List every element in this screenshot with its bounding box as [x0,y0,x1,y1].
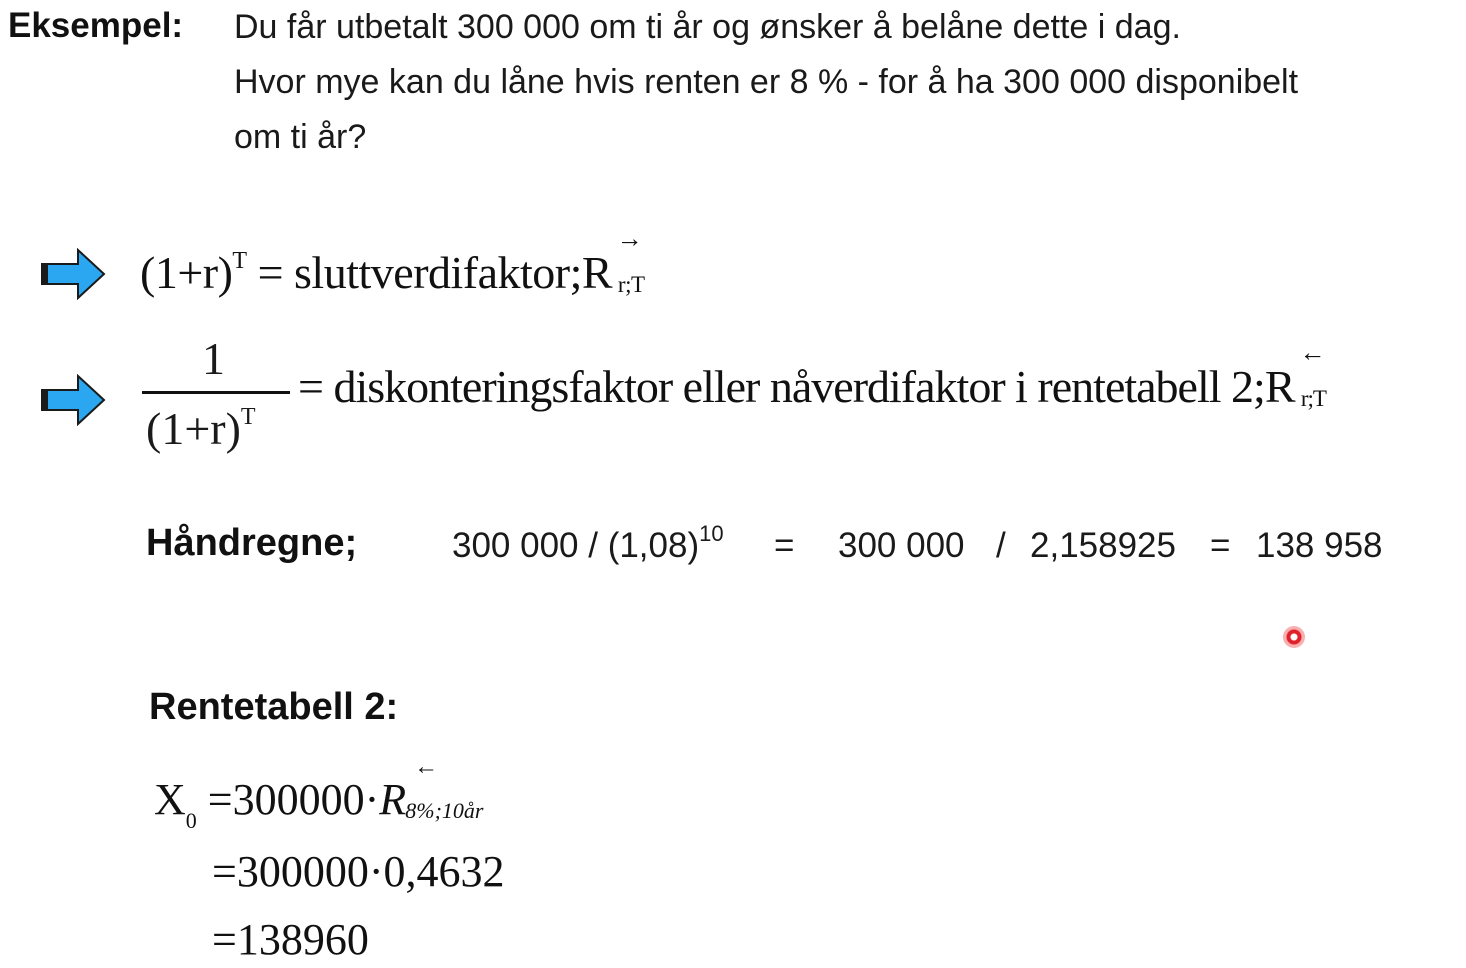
formula-future-value: (1+r)T = sluttverdifaktor;R→ r;T [140,224,645,299]
right-arrow-icon [41,248,106,300]
right-arrow-icon [41,374,106,426]
formula1-symbol: R→ r;T [581,224,645,299]
formula1-base: (1+r) [140,247,233,298]
table-symbol-r: R [379,775,407,824]
example-label: Eksempel: [8,6,184,45]
table-line-3: =138960 [212,915,369,964]
formula1-exp: T [232,248,247,274]
pointer-dot-icon [1283,626,1305,648]
formula2-arrow: ← [1299,338,1326,367]
hand-eq2: = [1210,526,1231,565]
formula-discount: = diskonteringsfaktor eller nåverdifakto… [298,338,1327,413]
hand-slash: / [996,526,1006,565]
formula1-arrow: → [616,224,643,253]
hand-mid: 300 000 [838,526,965,565]
hand-expr-exp: 10 [699,521,724,546]
hand-factor: 2,158925 [1030,526,1176,565]
example-line-2: Hvor mye kan du låne hvis renten er 8 % … [234,63,1299,101]
formula1-text: sluttverdifaktor; [294,247,582,298]
formula2-denominator-base: (1+r) [146,403,241,454]
example-line-1: Du får utbetalt 300 000 om ti år og ønsk… [234,8,1181,46]
formula2-subscript: r;T [1300,386,1327,411]
table-lhs-sub: 0 [185,808,197,833]
hand-calc-label: Håndregne; [146,522,358,564]
example-line-3: om ti år? [234,118,367,156]
formula2-text: diskonteringsfaktor eller nåverdifaktor … [333,361,1265,412]
formula2-symbol: R← r;T [1264,338,1327,413]
hand-result: 138 958 [1256,526,1383,565]
table-label: Rentetabell 2: [149,686,399,728]
fraction-bar [142,391,290,394]
table-line-2: =300000·0,4632 [212,847,505,896]
hand-expr: 300 000 / (1,08)10 [452,521,724,566]
formula1-subscript: r;T [617,272,645,297]
formula1-symbol-r: R [581,247,613,298]
formula1-equals: = [257,247,284,298]
formula2-symbol-r: R [1264,361,1296,412]
table-rhs: =300000· [207,775,380,824]
table-subscript: 8%;10år [405,798,484,823]
table-symbol: R ← 8%;10år [379,754,483,825]
hand-expr-base: 300 000 / (1,08) [452,526,700,565]
hand-eq1: = [774,526,795,565]
formula2-numerator: 1 [202,333,225,384]
table-arrow: ← [414,754,439,780]
formula2-denominator: (1+r)T [146,402,256,455]
formula2-exp: T [240,404,256,430]
formula2-equals: = [298,361,324,412]
table-lhs: X [154,775,186,824]
table-line-1: X0 =300000·R ← 8%;10år [154,754,483,833]
